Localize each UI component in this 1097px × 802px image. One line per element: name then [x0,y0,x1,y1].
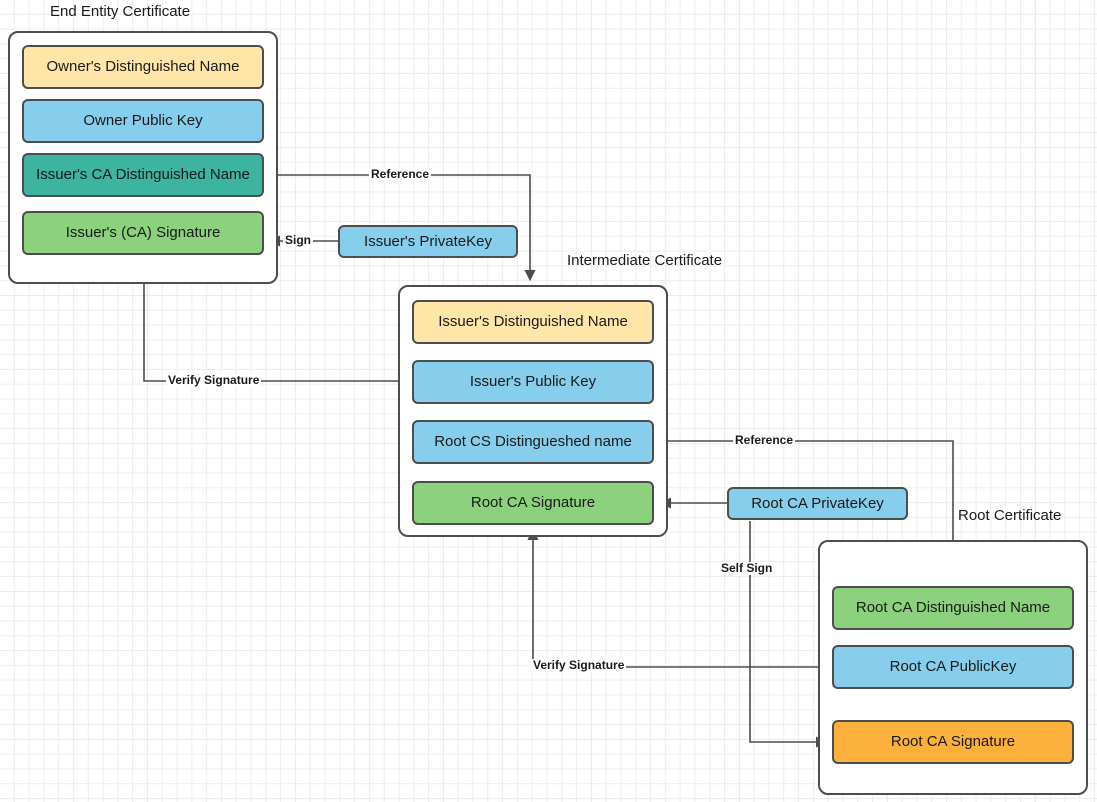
end-entity-row-issuer-ca-distinguished-name[interactable]: Issuer's CA Distinguished Name [22,153,264,197]
title-root-certificate: Root Certificate [958,507,1062,524]
root-row-root-ca-signature[interactable]: Root CA Signature [832,720,1074,764]
intermediate-row-issuer-distinguished-name[interactable]: Issuer's Distinguished Name [412,300,654,344]
end-entity-row-owner-distinguished-name[interactable]: Owner's Distinguished Name [22,45,264,89]
root-row-root-ca-public-key[interactable]: Root CA PublicKey [832,645,1074,689]
edge-label-reference-bottom: Reference [733,433,796,447]
edge-label-verify-signature-top: Verify Signature [166,373,262,387]
title-intermediate-certificate: Intermediate Certificate [567,252,723,269]
edge-label-self-sign: Self Sign [719,561,775,575]
edge-verify-signature-bottom [527,528,833,668]
end-entity-row-owner-public-key[interactable]: Owner Public Key [22,99,264,143]
end-entity-row-issuer-ca-signature[interactable]: Issuer's (CA) Signature [22,211,264,255]
intermediate-row-root-ca-signature[interactable]: Root CA Signature [412,481,654,525]
issuer-private-key-node[interactable]: Issuer's PrivateKey [338,225,518,258]
root-row-root-ca-distinguished-name[interactable]: Root CA Distinguished Name [832,586,1074,630]
edge-label-reference-top: Reference [369,167,432,181]
edge-label-sign: Sign [283,233,313,247]
root-ca-private-key-node[interactable]: Root CA PrivateKey [727,487,908,520]
edge-self-sign [749,521,828,748]
title-end-entity-certificate: End Entity Certificate [50,3,191,20]
intermediate-row-root-cs-distinguished-name[interactable]: Root CS Distingueshed name [412,420,654,464]
intermediate-row-issuer-public-key[interactable]: Issuer's Public Key [412,360,654,404]
edge-label-verify-signature-bottom: Verify Signature [531,658,627,672]
